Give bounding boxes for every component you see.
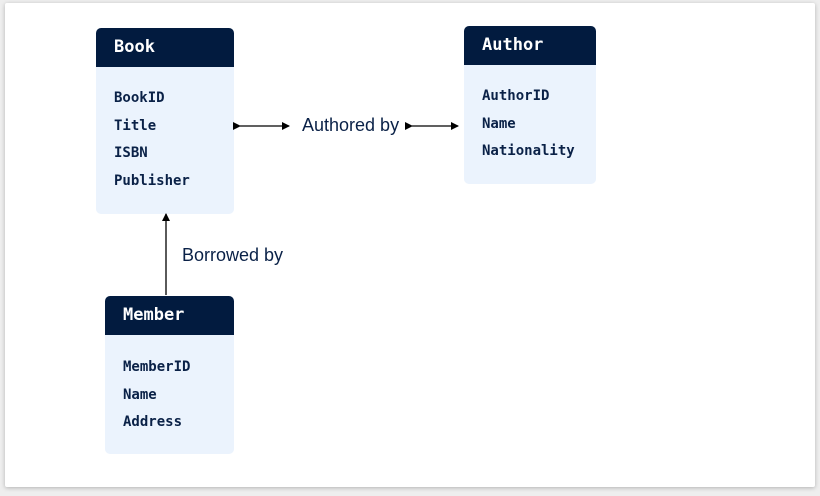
- attribute-memberid: MemberID: [123, 359, 191, 375]
- attribute-address: Address: [123, 414, 183, 430]
- attribute-authorid: AuthorID: [482, 88, 550, 104]
- relationship-authored-by: Authored by: [302, 115, 400, 135]
- attribute-name: Name: [123, 387, 157, 403]
- entity-member: Member MemberID Name Address: [105, 296, 234, 454]
- entity-member-title: Member: [105, 296, 234, 335]
- attribute-nationality: Nationality: [482, 143, 575, 159]
- entity-book-title: Book: [96, 28, 234, 67]
- attribute-isbn: ISBN: [114, 145, 148, 161]
- attribute-bookid: BookID: [114, 90, 165, 106]
- entity-author-title: Author: [464, 26, 596, 65]
- entity-author: Author AuthorID Name Nationality: [464, 26, 596, 184]
- attribute-name: Name: [482, 116, 516, 132]
- attribute-publisher: Publisher: [114, 173, 190, 189]
- relationship-borrowed-by: Borrowed by: [182, 245, 284, 265]
- entity-book: Book BookID Title ISBN Publisher: [96, 28, 234, 214]
- attribute-title: Title: [114, 118, 157, 134]
